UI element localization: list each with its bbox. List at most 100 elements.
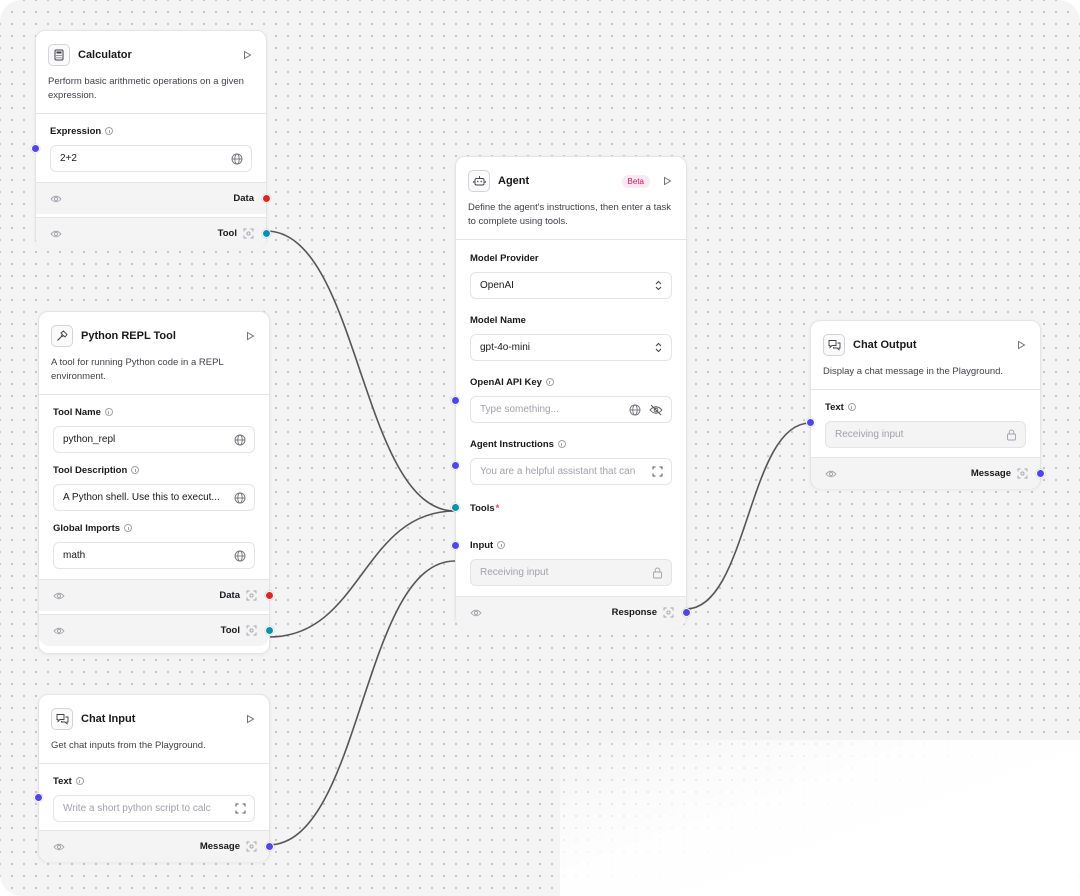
chat-bubbles-icon — [823, 334, 845, 356]
tool-name-input[interactable]: python_repl — [53, 426, 255, 453]
chat-output-title: Chat Output — [853, 339, 917, 351]
expand-icon[interactable] — [652, 466, 663, 477]
tool-description-input[interactable]: A Python shell. Use this to execut... — [53, 484, 255, 511]
calculator-tool-handle[interactable] — [262, 229, 271, 238]
play-icon[interactable] — [660, 174, 674, 188]
chat-input-text-field[interactable]: Write a short python script to calc — [53, 795, 255, 822]
chat-output-message-handle[interactable] — [1036, 469, 1045, 478]
python-repl-description: A tool for running Python code in a REPL… — [51, 357, 224, 382]
tool-name-label: Tool Name — [53, 406, 101, 418]
tool-name-value: python_repl — [63, 434, 116, 445]
scan-icon[interactable] — [1017, 468, 1028, 479]
play-icon[interactable] — [240, 48, 254, 62]
chat-input-text-handle[interactable] — [34, 793, 43, 802]
api-key-label: OpenAI API Key — [470, 376, 542, 388]
play-icon[interactable] — [243, 712, 257, 726]
scan-icon[interactable] — [246, 841, 257, 852]
calculator-icon — [48, 44, 70, 66]
expression-input-handle[interactable] — [31, 144, 40, 153]
chat-bubbles-icon — [51, 708, 73, 730]
data-output-label: Data — [219, 590, 240, 601]
globe-icon[interactable] — [234, 492, 246, 504]
chat-output-description: Display a chat message in the Playground… — [823, 366, 1004, 377]
eye-icon[interactable] — [53, 591, 65, 601]
info-icon — [545, 378, 554, 386]
scan-icon[interactable] — [663, 607, 674, 618]
eye-icon[interactable] — [53, 626, 65, 636]
globe-icon[interactable] — [234, 550, 246, 562]
expand-icon[interactable] — [235, 803, 246, 814]
agent-instructions-input[interactable]: You are a helpful assistant that can — [470, 458, 672, 485]
tools-handle[interactable] — [451, 503, 460, 512]
calculator-tool-output: Tool — [36, 217, 271, 249]
play-icon[interactable] — [243, 329, 257, 343]
lock-icon — [653, 567, 662, 578]
edge-agent-response-to-chat-output — [685, 422, 811, 610]
text-label: Text — [825, 401, 844, 413]
python-data-handle[interactable] — [265, 591, 274, 600]
agent-instructions-value: You are a helpful assistant that can — [480, 466, 636, 477]
chat-output-node[interactable]: Chat Output Display a chat message in th… — [806, 320, 1045, 489]
eye-icon[interactable] — [53, 842, 65, 852]
global-imports-value: math — [63, 550, 86, 561]
eye-icon[interactable] — [470, 608, 482, 618]
message-output-label: Message — [970, 468, 1011, 479]
model-provider-select[interactable]: OpenAI — [470, 272, 672, 299]
tools-label: Tools — [470, 502, 495, 514]
python-repl-node[interactable]: Python REPL Tool A tool for running Pyth… — [38, 311, 274, 654]
agent-input-value: Receiving input — [480, 567, 549, 578]
info-icon — [847, 403, 856, 411]
agent-node[interactable]: Agent Beta Define the agent's instructio… — [451, 156, 691, 628]
info-icon — [497, 541, 506, 549]
expression-value: 2+2 — [60, 153, 77, 164]
calculator-node[interactable]: Calculator Perform basic arithmetic oper… — [31, 30, 271, 249]
data-output-label: Data — [233, 193, 254, 204]
chat-input-placeholder: Write a short python script to calc — [63, 803, 211, 814]
globe-icon[interactable] — [629, 404, 641, 416]
eye-off-icon[interactable] — [649, 404, 663, 416]
chat-output-text-value: Receiving input — [835, 429, 904, 440]
scan-icon[interactable] — [246, 590, 257, 601]
chat-output-text-field: Receiving input — [825, 421, 1026, 448]
python-tool-output: Tool — [39, 614, 274, 646]
lock-icon — [1007, 429, 1016, 440]
beta-badge: Beta — [621, 174, 650, 188]
chat-input-node[interactable]: Chat Input Get chat inputs from the Play… — [34, 694, 274, 862]
eye-icon[interactable] — [825, 469, 837, 479]
chat-input-title: Chat Input — [81, 713, 136, 725]
python-tool-handle[interactable] — [265, 626, 274, 635]
expression-input[interactable]: 2+2 — [50, 145, 252, 172]
chevron-updown-icon — [655, 342, 662, 353]
eye-icon[interactable] — [50, 194, 62, 204]
agent-description: Define the agent's instructions, then en… — [468, 202, 672, 227]
agent-input-handle[interactable] — [451, 541, 460, 550]
bot-icon — [468, 170, 490, 192]
scan-icon[interactable] — [246, 625, 257, 636]
bottom-right-fade — [560, 740, 1080, 896]
globe-icon[interactable] — [231, 153, 243, 165]
model-provider-label: Model Provider — [470, 252, 539, 264]
calculator-data-handle[interactable] — [262, 194, 271, 203]
info-icon — [131, 466, 140, 474]
model-name-select[interactable]: gpt-4o-mini — [470, 334, 672, 361]
calculator-data-output: Data — [36, 182, 271, 214]
chat-input-message-handle[interactable] — [265, 842, 274, 851]
agent-instructions-handle[interactable] — [451, 461, 460, 470]
api-key-input[interactable]: Type something... — [470, 396, 672, 423]
chat-output-text-handle[interactable] — [806, 418, 815, 427]
scan-icon[interactable] — [243, 228, 254, 239]
tool-description-label: Tool Description — [53, 464, 128, 476]
global-imports-input[interactable]: math — [53, 542, 255, 569]
edge-chat-input-to-agent-input — [267, 560, 456, 846]
globe-icon[interactable] — [234, 434, 246, 446]
agent-title: Agent — [498, 175, 530, 187]
input-label: Input — [470, 539, 494, 551]
calculator-header: Calculator Perform basic arithmetic oper… — [36, 31, 266, 114]
agent-response-handle[interactable] — [682, 608, 691, 617]
eye-icon[interactable] — [50, 229, 62, 239]
edge-python-tool-to-agent-tools — [268, 510, 456, 638]
play-icon[interactable] — [1014, 338, 1028, 352]
chat-output-header: Chat Output Display a chat message in th… — [811, 321, 1040, 390]
api-key-handle[interactable] — [451, 396, 460, 405]
